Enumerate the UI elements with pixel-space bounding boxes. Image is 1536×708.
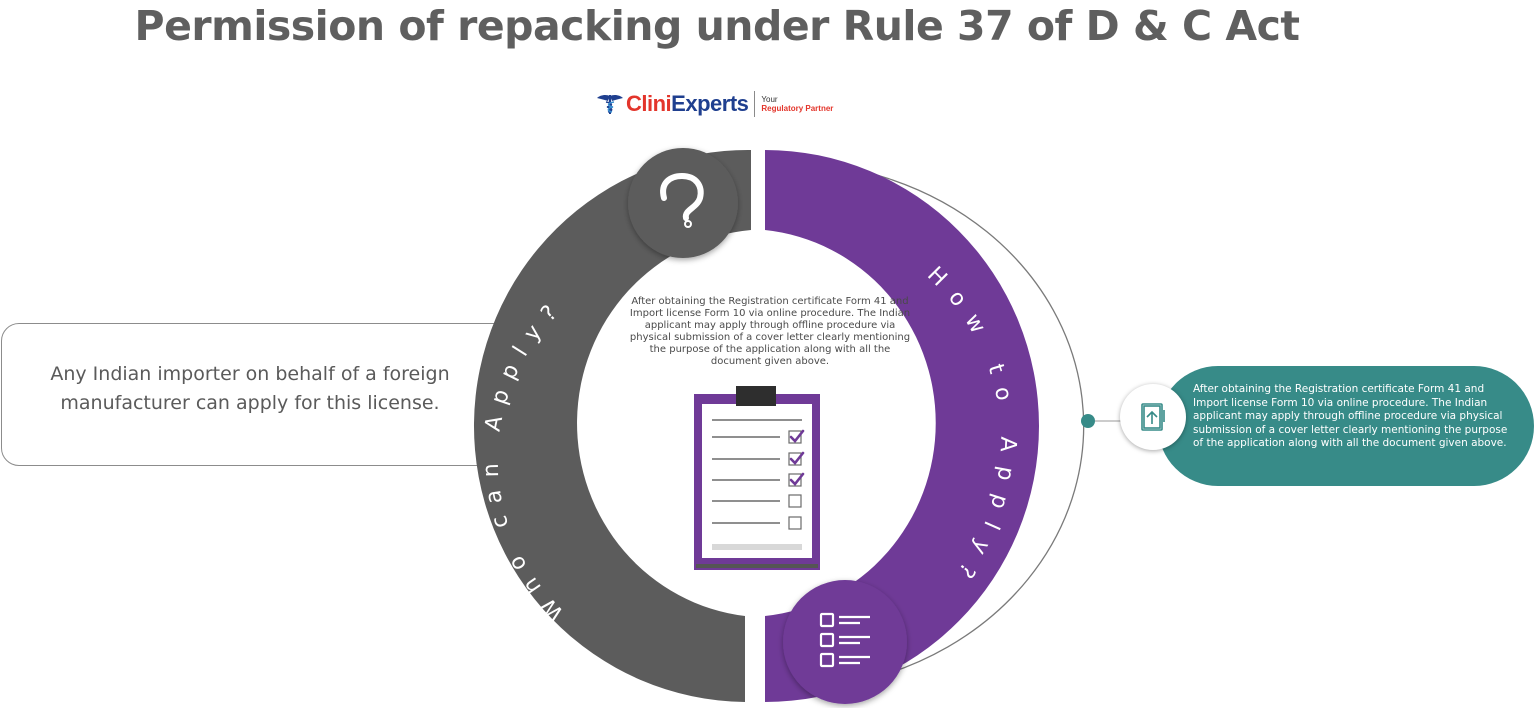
logo: CliniExperts Your Regulatory Partner (596, 88, 833, 120)
clipboard-checklist-icon (694, 386, 820, 570)
logo-divider (754, 91, 756, 117)
outer-guide-arc (789, 161, 1085, 684)
who-answer-text: Any Indian importer on behalf of a forei… (50, 363, 450, 414)
logo-tagline: Your Regulatory Partner (761, 95, 834, 113)
how-detail-text: After obtaining the Registration certifi… (1193, 383, 1508, 449)
document-upload-icon (1141, 403, 1165, 431)
how-detail-pill (1158, 366, 1534, 486)
center-description: After obtaining the Registration certifi… (629, 296, 911, 367)
question-mark-icon (660, 172, 704, 228)
how-arc (765, 150, 1039, 702)
right-icon-circle (1120, 384, 1186, 450)
who-icon-circle (628, 148, 738, 258)
who-arc (473, 149, 751, 702)
page-title: Permission of repacking under Rule 37 of… (134, 2, 1300, 50)
checklist-icon (819, 612, 870, 668)
caduceus-icon (597, 94, 623, 114)
who-answer-box (1, 323, 511, 466)
connector-dot (1081, 414, 1095, 428)
logo-name: CliniExperts (626, 91, 749, 116)
